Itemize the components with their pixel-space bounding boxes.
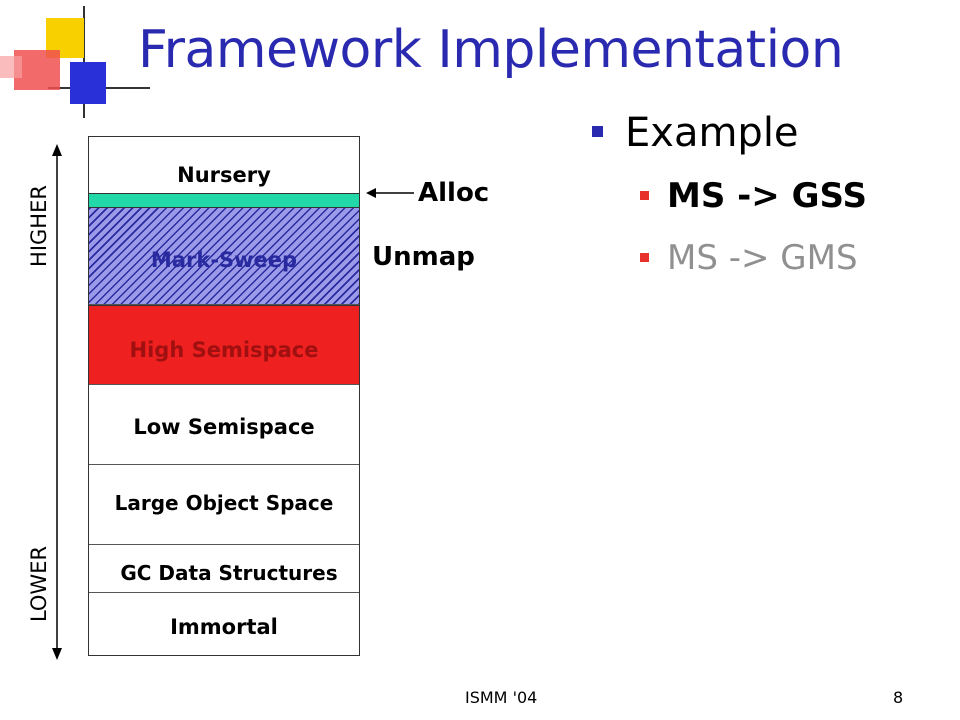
segment-gc-data-structures-label: GC Data Structures: [120, 561, 338, 585]
segment-nursery: Nursery: [89, 137, 359, 193]
unmap-label: Unmap: [372, 242, 475, 272]
slide-title: Framework Implementation: [138, 20, 844, 80]
segment-immortal-label: Immortal: [170, 615, 278, 639]
segment-mark-sweep-label: Mark-Sweep: [150, 248, 298, 272]
segment-high-semispace: High Semispace: [89, 305, 359, 385]
bullet-ms-gms-text: MS -> GMS: [667, 238, 858, 278]
segment-high-semispace-label: High Semispace: [129, 338, 319, 362]
bullet-square-icon: [640, 253, 649, 262]
segment-gc-data-structures: GC Data Structures: [89, 545, 359, 593]
segment-low-semispace-label: Low Semispace: [133, 415, 315, 439]
segment-immortal: Immortal: [89, 593, 359, 655]
bullet-example: Example: [592, 110, 799, 156]
segment-large-object-space: Large Object Space: [89, 465, 359, 545]
segment-low-semispace: Low Semispace: [89, 385, 359, 465]
footer-conference: ISMM '04: [465, 688, 538, 707]
segment-large-object-space-label: Large Object Space: [114, 491, 334, 515]
page-number: 8: [893, 688, 904, 707]
slide-logo-icon: [0, 6, 150, 118]
bullet-example-text: Example: [625, 110, 799, 156]
bullet-ms-gss: MS -> GSS: [640, 176, 867, 216]
address-axis-arrow-icon: [52, 144, 62, 660]
axis-lower-label: LOWER: [27, 545, 51, 623]
segment-mark-sweep: Mark-Sweep: [89, 208, 359, 305]
segment-alloc-band: [89, 193, 359, 208]
bullet-square-icon: [592, 125, 603, 137]
alloc-arrow-icon: [366, 188, 414, 198]
memory-layout-stack: Nursery Mark-Sweep High Semispace Low Se…: [88, 136, 360, 656]
segment-nursery-label: Nursery: [177, 163, 271, 187]
alloc-label: Alloc: [418, 178, 490, 208]
bullet-ms-gms: MS -> GMS: [640, 238, 858, 278]
axis-higher-label: HIGHER: [27, 185, 51, 267]
bullet-square-icon: [640, 191, 649, 200]
bullet-ms-gss-text: MS -> GSS: [667, 176, 867, 216]
